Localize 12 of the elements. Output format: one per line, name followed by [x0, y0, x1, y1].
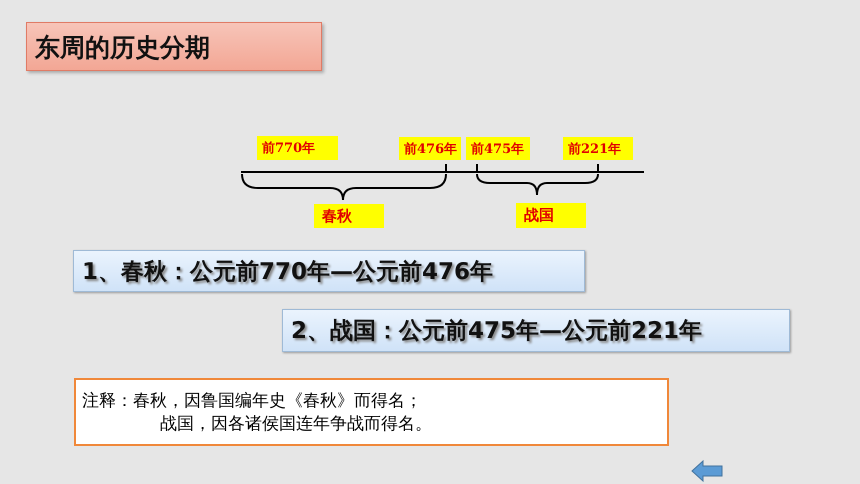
- period-label: 春秋: [314, 204, 384, 228]
- year-label: 前221年: [563, 137, 633, 160]
- title-banner: 东周的历史分期: [26, 22, 322, 71]
- period-label: 战国: [516, 203, 586, 228]
- note-text: 注释：春秋，因鲁国编年史《春秋》而得名；: [82, 390, 422, 412]
- year-label: 前770年: [257, 136, 338, 160]
- period-box: 2、战国：公元前475年—公元前221年: [282, 309, 790, 352]
- year-label: 前475年: [466, 137, 530, 160]
- period-box: 1、春秋：公元前770年—公元前476年: [73, 250, 585, 292]
- note-text: 战国，因各诸侯国连年争战而得名。: [159, 413, 432, 435]
- year-label: 前476年: [399, 137, 461, 160]
- note-box: [74, 378, 669, 446]
